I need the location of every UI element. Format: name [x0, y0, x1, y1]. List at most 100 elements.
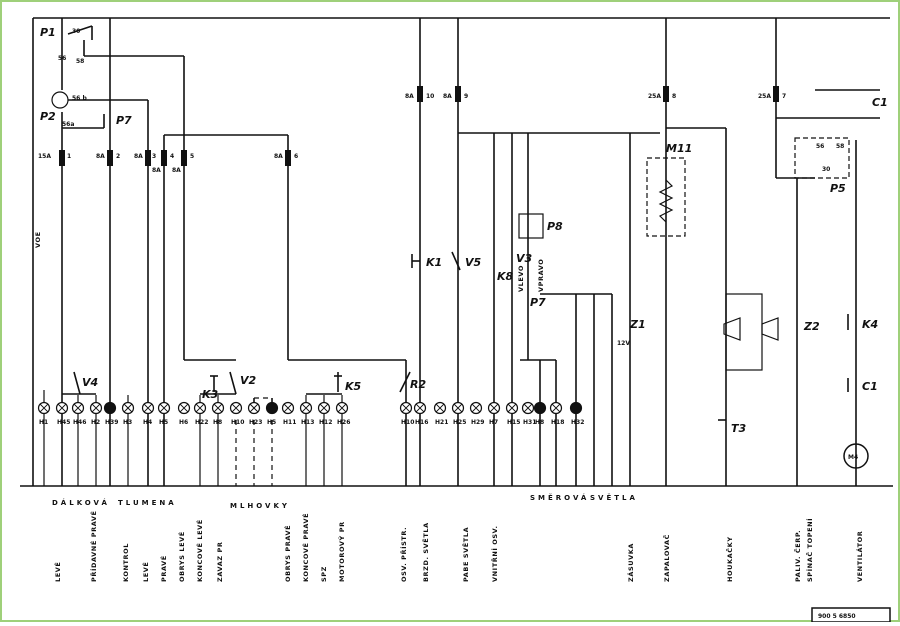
lamp-cross [401, 403, 411, 413]
svg-text:6: 6 [294, 153, 298, 160]
lamp-icon [265, 401, 279, 415]
label-obrys-prave: OBRYS PRAVÉ [283, 525, 292, 582]
r2-label: R2 [410, 378, 426, 391]
svg-text:1: 1 [67, 153, 71, 160]
fuse-5: 8A 5 [172, 150, 194, 174]
svg-text:2: 2 [116, 153, 120, 160]
svg-text:8A: 8A [96, 153, 105, 160]
group-mlhovky: MLHOVKY [230, 502, 290, 510]
lamp-label: H25 [453, 419, 466, 426]
lamp-label: H46 [73, 419, 86, 426]
footer-code: 900 5 6850 [818, 613, 856, 620]
lamp-label: H11 [283, 419, 296, 426]
svg-text:5: 5 [190, 153, 194, 160]
fuse-9: 8A 9 [443, 86, 468, 102]
p1-contact-58: 58 [76, 58, 84, 65]
lamp-label: H2 [91, 419, 100, 426]
fuse-7: 25A 7 [758, 86, 786, 102]
lamp-label: H1 [39, 419, 48, 426]
lamp-cross [523, 403, 533, 413]
m11-label: M11 [666, 142, 692, 155]
lamp-cross [195, 403, 205, 413]
svg-text:25A: 25A [758, 93, 771, 100]
vpravo-label: VPRAVO [537, 259, 545, 292]
svg-text:9: 9 [464, 93, 468, 100]
lamp-cross [123, 403, 133, 413]
lamp-label: H26 [337, 419, 350, 426]
p2-knob-icon [51, 91, 69, 109]
lamp-cross [57, 403, 67, 413]
lamp-label: H6 [179, 419, 188, 426]
p7-mid-label: P7 [530, 296, 546, 309]
lamp-cross [415, 403, 425, 413]
lamp-cross [471, 403, 481, 413]
z1-voltage: 12V [617, 340, 630, 347]
label-ventilator: VENTILÁTOR [855, 531, 864, 582]
lamp-label: H5 [159, 419, 168, 426]
lamp-cross [337, 403, 347, 413]
lamp-label: H12 [319, 419, 332, 426]
label-obrys-leve: OBRYS LEVÉ [177, 531, 186, 582]
fuse-2: 8A 2 [96, 150, 120, 166]
group-tlumena: TLUMENA [118, 499, 177, 507]
p8-box [518, 213, 544, 239]
lamp-label: H7 [489, 419, 498, 426]
horn-icon [761, 317, 779, 341]
vlevo-label: VLEVO [517, 265, 525, 292]
svg-text:7: 7 [782, 93, 786, 100]
label-pabe-svetla: PABE SVĚTLA [461, 527, 470, 582]
lamp-cross [249, 403, 259, 413]
label-prave: PRAVÉ [159, 555, 168, 582]
label-vnitrni-osv: VNITŘNÍ OSV. [490, 525, 499, 582]
lamp-label: H29 [471, 419, 484, 426]
p2-label: P2 [40, 110, 56, 123]
svg-text:8A: 8A [405, 93, 414, 100]
label-osv-pristr: OSV. PŘÍSTR. [399, 527, 408, 582]
lamp-cross [551, 403, 561, 413]
label-kontrol: KONTROL [122, 543, 130, 582]
c1-top-label: C1 [872, 96, 888, 109]
lamp-cross [143, 403, 153, 413]
svg-text:8A: 8A [152, 167, 161, 174]
p1-label: P1 [40, 26, 56, 39]
label-brzd-svetla: BRZD. SVĚTLA [421, 522, 430, 582]
lamp-cross [283, 403, 293, 413]
v3-label: V3 [516, 252, 533, 265]
lamp-label: H8 [535, 419, 544, 426]
p1-contact-30: 30 [72, 28, 80, 35]
svg-text:56: 56 [816, 143, 824, 150]
lamp-icon [103, 401, 117, 415]
c1-label: C1 [862, 380, 878, 393]
lamp-label: H10 [231, 419, 244, 426]
label-leve-2: LEVÉ [141, 562, 150, 582]
group-dalkova: DÁLKOVÁ [52, 498, 110, 507]
lamp-cross [91, 403, 101, 413]
p7-top-label: P7 [116, 114, 132, 127]
fuse-6: 8A 6 [274, 150, 298, 166]
p2-contact-56b: 56 b [72, 95, 87, 102]
m11-box [646, 157, 686, 237]
svg-text:3: 3 [152, 153, 156, 160]
m4-label: M4 [848, 454, 858, 461]
svg-text:8A: 8A [134, 153, 143, 160]
lamp-label: H23 [249, 419, 262, 426]
k1-label: K1 [426, 256, 442, 269]
lamp-label: H3 [123, 419, 132, 426]
label-koncove-leve: KONCOVÉ LEVÉ [195, 519, 204, 582]
svg-text:15A: 15A [38, 153, 51, 160]
group-smerova: SMĚROVÁ [530, 493, 589, 502]
p5-label: P5 [830, 182, 846, 195]
svg-text:25A: 25A [648, 93, 661, 100]
svg-text:30: 30 [822, 166, 830, 173]
lamp-cross [453, 403, 463, 413]
lamp-label: H16 [415, 419, 428, 426]
lamp-label: H13 [301, 419, 314, 426]
lamp-label: H15 [507, 419, 520, 426]
k4-label: K4 [862, 318, 878, 331]
lamp-icon [533, 401, 547, 415]
k5-label: K5 [345, 380, 362, 393]
p5-box [794, 137, 850, 179]
